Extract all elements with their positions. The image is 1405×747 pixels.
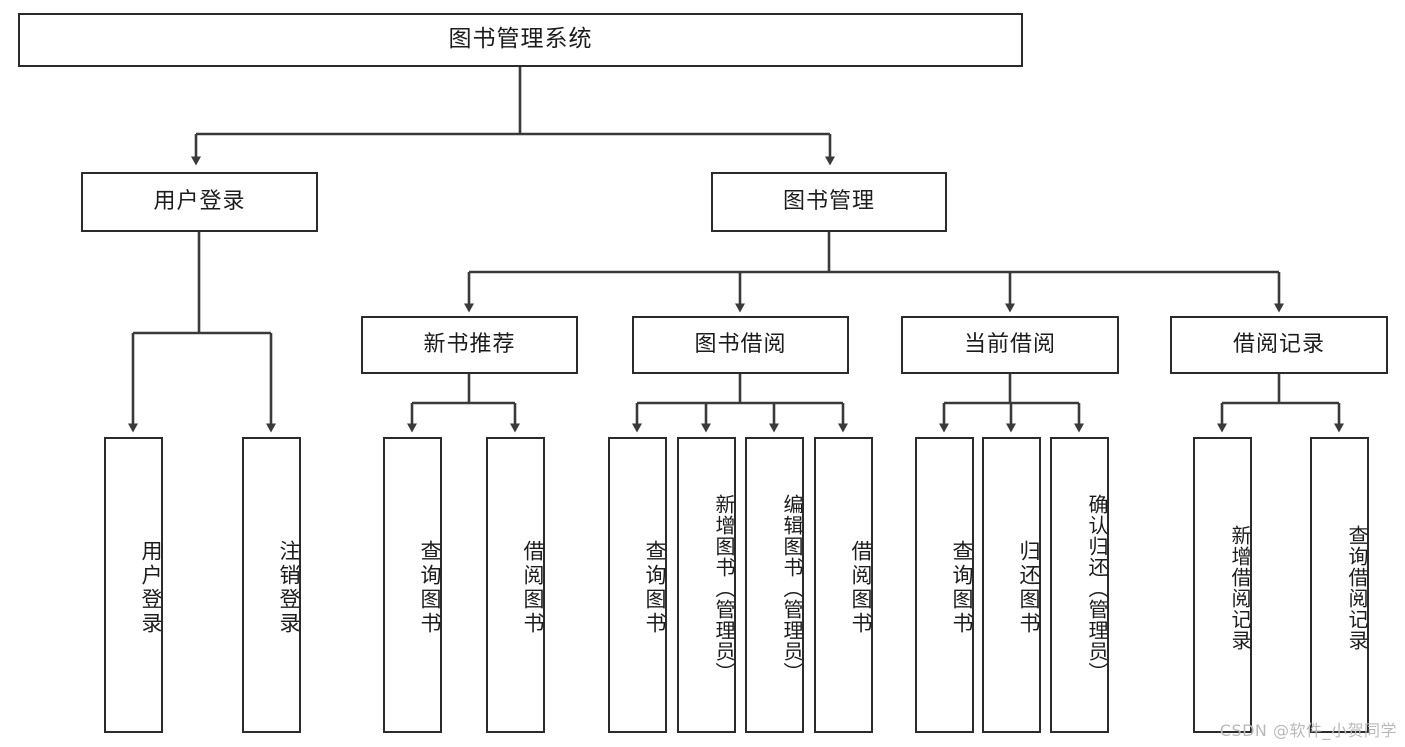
- node-label: 归还图书: [1017, 540, 1041, 636]
- node-root-system[interactable]: 图书管理系统: [18, 13, 1023, 67]
- node-label: 查询图书: [950, 540, 974, 636]
- node-label: 查询借阅记录: [1345, 525, 1369, 651]
- leaf-recommend-query-book[interactable]: 查询图书: [383, 437, 442, 733]
- node-label: 注销登录: [277, 540, 301, 636]
- leaf-record-query-record[interactable]: 查询借阅记录: [1310, 437, 1369, 733]
- node-label: 借阅图书: [849, 540, 873, 636]
- leaf-borrow-add-book-admin[interactable]: 新增图书（管理员）: [677, 437, 736, 733]
- node-label: 查询图书: [643, 540, 667, 636]
- leaf-user-login-signin[interactable]: 用户登录: [104, 437, 163, 733]
- node-label: 新增图书（管理员）: [712, 493, 736, 683]
- node-label: 新增借阅记录: [1228, 525, 1252, 651]
- node-label: 当前借阅: [963, 331, 1056, 357]
- csdn-watermark: CSDN @软件_小贺同学: [1219, 721, 1397, 740]
- leaf-record-add-record[interactable]: 新增借阅记录: [1193, 437, 1252, 733]
- node-label: 图书借阅: [694, 331, 787, 357]
- node-label: 图书管理: [782, 188, 875, 214]
- leaf-recommend-borrow-book[interactable]: 借阅图书: [486, 437, 545, 733]
- node-book-management[interactable]: 图书管理: [711, 172, 947, 232]
- node-new-book-recommend[interactable]: 新书推荐: [361, 316, 578, 374]
- node-label: 确认归还（管理员）: [1085, 493, 1109, 683]
- node-label: 借阅图书: [521, 540, 545, 636]
- node-user-login[interactable]: 用户登录: [81, 172, 318, 232]
- node-label: 新书推荐: [423, 331, 516, 357]
- node-label: 图书管理系统: [448, 26, 593, 53]
- leaf-current-query-book[interactable]: 查询图书: [915, 437, 974, 733]
- node-label: 用户登录: [153, 188, 246, 214]
- node-label: 借阅记录: [1232, 331, 1325, 357]
- node-label: 用户登录: [139, 540, 163, 636]
- node-borrow-record[interactable]: 借阅记录: [1170, 316, 1388, 374]
- node-current-borrow[interactable]: 当前借阅: [901, 316, 1119, 374]
- leaf-current-confirm-return-admin[interactable]: 确认归还（管理员）: [1050, 437, 1109, 733]
- node-label: 查询图书: [418, 540, 442, 636]
- leaf-current-return-book[interactable]: 归还图书: [982, 437, 1041, 733]
- leaf-borrow-edit-book-admin[interactable]: 编辑图书（管理员）: [745, 437, 804, 733]
- leaf-user-login-signout[interactable]: 注销登录: [242, 437, 301, 733]
- leaf-borrow-borrow-book[interactable]: 借阅图书: [814, 437, 873, 733]
- leaf-borrow-query-book[interactable]: 查询图书: [608, 437, 667, 733]
- node-book-borrow[interactable]: 图书借阅: [632, 316, 849, 374]
- node-label: 编辑图书（管理员）: [780, 493, 804, 683]
